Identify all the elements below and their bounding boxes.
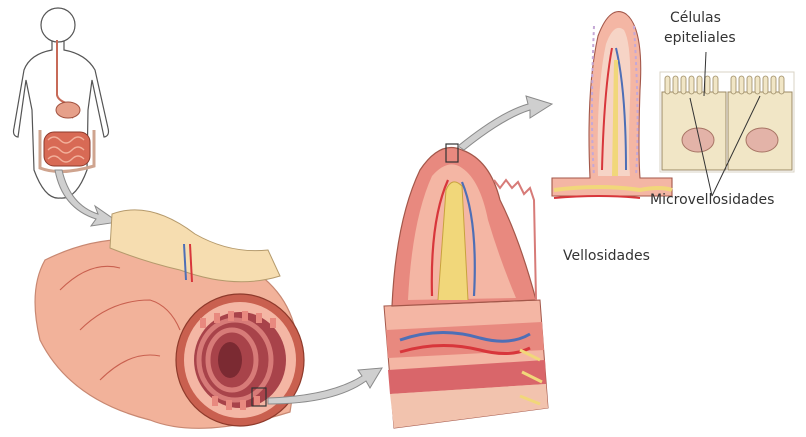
villi-tissue-block bbox=[384, 144, 548, 428]
epithelial-cells-panel bbox=[660, 52, 794, 196]
label-epithelial-cells-line2: epiteliales bbox=[664, 30, 736, 47]
label-epithelial-cells-line1: Células bbox=[670, 10, 721, 27]
label-microvilli: Microvellosidades bbox=[650, 192, 774, 209]
label-villi: Vellosidades bbox=[563, 248, 650, 265]
zoom-arrow-villus-to-detail bbox=[458, 96, 552, 150]
cell-nucleus-right bbox=[746, 128, 778, 152]
villus-detail bbox=[552, 12, 672, 198]
intestine-segment bbox=[35, 210, 304, 428]
